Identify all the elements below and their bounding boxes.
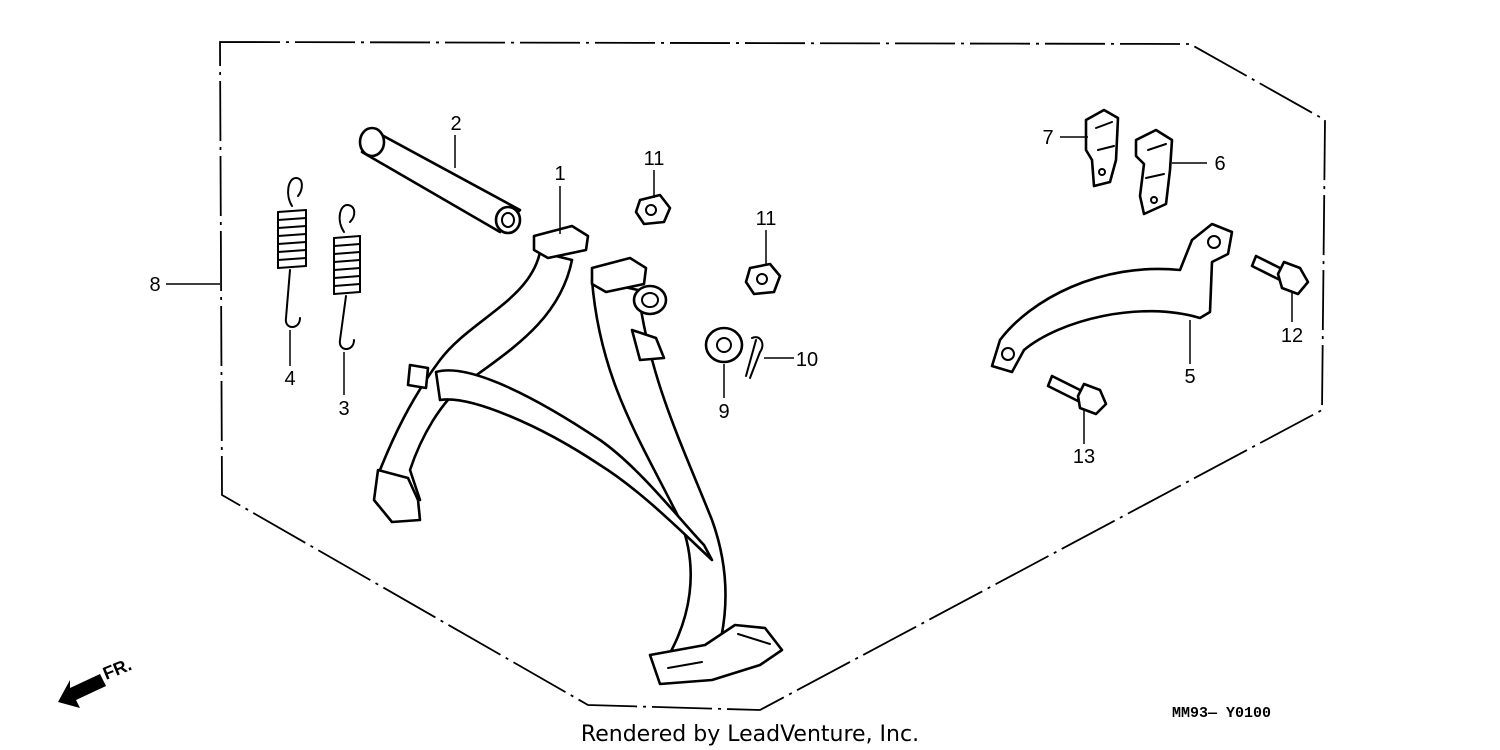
cotter-pin[interactable] [745,336,764,379]
pivot-shaft[interactable] [358,126,522,235]
callout-12: 12 [1281,325,1303,347]
clamp-b[interactable] [1134,128,1174,216]
callout-3: 3 [338,398,349,420]
front-direction-arrow: FR. [58,654,134,708]
main-stand[interactable] [372,224,784,686]
spring-b[interactable] [333,204,361,350]
clamp-a[interactable] [1084,108,1120,188]
diagram-code: MM93— Y0100 [1172,705,1271,722]
callout-6: 6 [1214,153,1225,175]
callout-11a: 11 [644,148,665,170]
direction-label: FR. [100,654,134,683]
callout-1: 1 [554,163,565,185]
callout-5: 5 [1184,366,1195,388]
footer-credit: Rendered by LeadVenture, Inc. [581,722,919,747]
callout-8: 8 [149,274,160,296]
callout-4: 4 [284,368,295,390]
spring-a[interactable] [277,177,307,328]
bolt-upper[interactable] [1250,254,1310,296]
bolt-lower[interactable] [1046,374,1108,416]
washer[interactable] [704,326,744,364]
callout-10: 10 [796,349,818,371]
callout-11b: 11 [756,208,777,230]
stand-stopper-bracket[interactable] [990,222,1234,374]
callout-9: 9 [718,401,729,423]
callout-7: 7 [1042,127,1053,149]
callout-2: 2 [450,113,461,135]
assembly-boundary [219,41,1326,711]
nut-lower[interactable] [744,262,782,296]
callout-13: 13 [1073,446,1095,468]
nut-upper[interactable] [634,193,672,226]
